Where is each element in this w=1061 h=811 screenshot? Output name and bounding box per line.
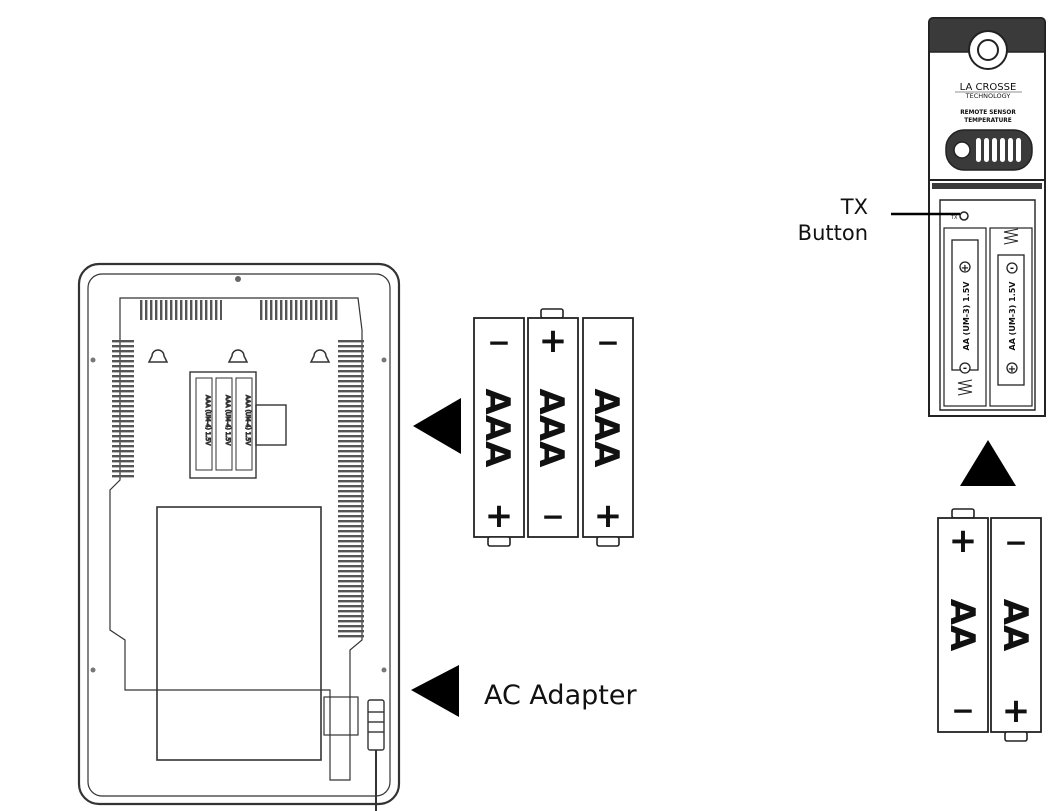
display-cell-label-1: AAA (UM-4) 1.5V: [204, 395, 211, 446]
sensor-battery-compartment: [939, 199, 1036, 411]
aa-battery-set: + AA − − AA +: [937, 508, 1042, 742]
ac-adapter-label: AC Adapter: [484, 680, 637, 711]
sensor-cell-label-1: AA (UM-3) 1.5V: [962, 281, 971, 351]
aaa-2-type: AAA: [531, 389, 571, 469]
display-stand: [156, 506, 322, 761]
top-vents-left: [140, 300, 222, 320]
display-station-back: AAA (UM-4) 1.5V AAA (UM-4) 1.5V AAA (UM-…: [77, 262, 401, 811]
adapter-socket-recess: [323, 696, 359, 736]
sensor-brand-line2: TECHNOLOGY: [965, 92, 1011, 100]
display-inner-rim: [87, 273, 391, 797]
svg-text:-: -: [963, 363, 967, 374]
sensor-cell-label-2: AA (UM-3) 1.5V: [1008, 281, 1017, 351]
display-cell-label-2: AAA (UM-4) 1.5V: [224, 395, 231, 446]
side-vents-right: [338, 338, 364, 638]
display-battery-compartment: AAA (UM-4) 1.5V AAA (UM-4) 1.5V AAA (UM-…: [189, 371, 287, 479]
aa-1-plus: +: [949, 521, 978, 561]
sensor-hang-hole: [968, 30, 1008, 70]
tx-label-line1: TX: [840, 195, 868, 219]
svg-text:+: +: [961, 263, 969, 274]
aaa-battery-3: − AAA +: [582, 317, 634, 547]
aaa-3-plus: +: [594, 496, 623, 536]
ac-adapter-plug: [367, 699, 385, 811]
arrow-insert-aaa: [413, 398, 461, 454]
aaa-3-minus: −: [596, 326, 619, 359]
aaa-battery-1: − AAA +: [473, 317, 525, 547]
aaa-2-plus: +: [539, 321, 568, 361]
svg-text:+: +: [1008, 364, 1016, 375]
arrow-insert-aa: [960, 440, 1016, 486]
sensor-brand-line1: LA CROSSE: [960, 82, 1017, 93]
sensor-model-line1: REMOTE SENSOR: [960, 110, 1016, 116]
aaa-1-plus: +: [485, 496, 514, 536]
aaa-1-minus: −: [487, 326, 510, 359]
tx-button[interactable]: [959, 211, 969, 221]
aa-2-minus: −: [1004, 526, 1027, 559]
aaa-battery-2: + AAA −: [527, 308, 579, 538]
display-outer-case: [77, 262, 401, 806]
aa-battery-2: − AA +: [990, 517, 1042, 742]
tx-label-line2: Button: [798, 221, 868, 245]
arrow-ac-adapter: [411, 665, 459, 717]
aaa-2-minus: −: [541, 500, 564, 533]
aa-1-minus: −: [951, 694, 974, 727]
wall-hanger-holes: [147, 349, 331, 363]
aa-battery-1: + AA −: [937, 508, 989, 733]
remote-sensor: LA CROSSE TECHNOLOGY REMOTE SENSOR TEMPE…: [928, 17, 1046, 417]
top-vents-right: [258, 300, 340, 320]
top-screw: [235, 276, 241, 282]
aa-2-type: AA: [995, 599, 1035, 652]
aaa-battery-set: − AAA + + AAA − − AAA +: [473, 308, 634, 547]
aa-1-type: AA: [942, 599, 982, 652]
display-cell-label-3: AAA (UM-4) 1.5V: [244, 395, 251, 446]
sensor-model-line2: TEMPERATURE: [964, 118, 1012, 124]
aaa-1-type: AAA: [477, 389, 517, 469]
svg-text:-: -: [1010, 263, 1014, 274]
tx-button-mark: TX: [950, 215, 958, 221]
side-vents-left: [112, 338, 134, 478]
sensor-body: [928, 179, 1046, 417]
aaa-3-type: AAA: [586, 389, 626, 469]
aa-2-plus: +: [1002, 691, 1031, 731]
